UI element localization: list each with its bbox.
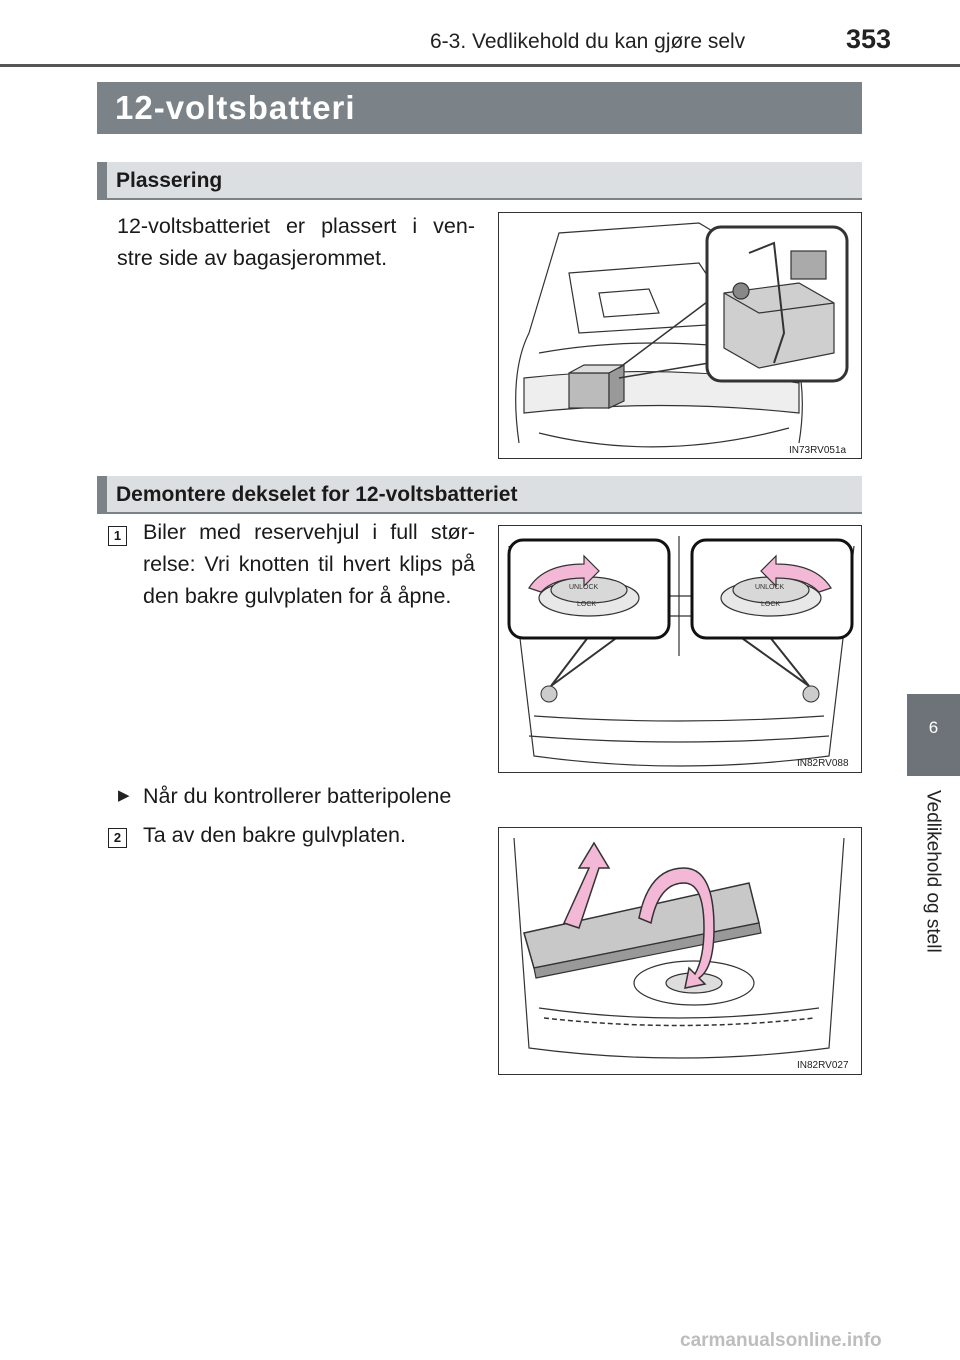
car-trunk-battery-illustration: IN73RV051a	[515, 222, 849, 456]
knob-unlock-label-right: UNLOCK	[755, 584, 785, 591]
chapter-tab: 6	[907, 694, 960, 776]
section-reference: 6-3. Vedlikehold du kan gjøre selv	[430, 30, 746, 53]
knob-lock-label-right: LOCK	[761, 601, 780, 608]
figure-code: IN82RV027	[797, 1060, 849, 1071]
page-title: 12-voltsbatteri	[97, 82, 862, 134]
battery-icon	[568, 364, 625, 409]
step-number-1: 1	[108, 526, 127, 546]
section-heading-demontere: Demontere dekselet for 12-voltsbatteriet	[97, 476, 862, 514]
step-number-2: 2	[108, 828, 127, 848]
knob-lock-label-left: LOCK	[577, 601, 596, 608]
step-1-text: Biler med reservehjul i full stør- relse…	[143, 520, 475, 608]
knob-unlock-label-left: UNLOCK	[569, 584, 599, 591]
plassering-text: 12-voltsbatteriet er plassert i ven- str…	[117, 214, 475, 270]
bullet-triangle-icon: ▶	[118, 787, 130, 804]
rotate-arrow-right-icon	[760, 554, 832, 593]
knob-figure: UNLOCK LOCK UNLOCK LOCK IN82RV088	[498, 525, 862, 773]
flip-arrow-icon	[638, 867, 715, 989]
step-2-text: Ta av den bakre gulvplaten.	[143, 823, 406, 847]
header-rule	[0, 64, 960, 67]
page-number: 353	[846, 24, 892, 54]
floor-board-figure: IN82RV027	[498, 827, 862, 1075]
watermark: carmanualsonline.info	[680, 1330, 882, 1351]
rotate-arrow-left-icon	[528, 554, 600, 593]
figure-code: IN73RV051a	[789, 445, 847, 456]
section-heading-plassering: Plassering	[97, 162, 862, 200]
battery-location-figure: IN73RV051a	[498, 212, 862, 459]
lift-arrow-icon	[562, 841, 611, 929]
figure-code: IN82RV088	[797, 758, 849, 769]
chapter-label: Vedlikehold og stell	[922, 790, 944, 953]
bullet-text: Når du kontrollerer batteripolene	[143, 784, 452, 808]
